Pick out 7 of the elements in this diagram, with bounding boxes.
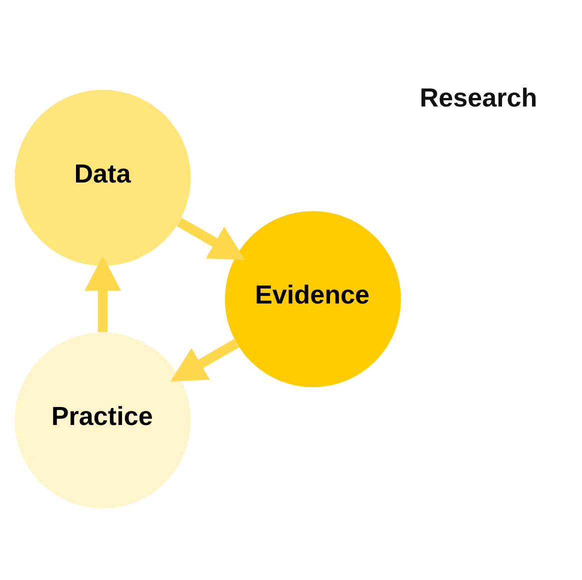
- label: Research: [420, 82, 538, 112]
- arrow: [176, 217, 246, 260]
- node-circle: Data: [14, 89, 191, 266]
- arrow: [170, 338, 239, 381]
- arrow: [84, 255, 122, 332]
- node-circle: Evidence: [224, 210, 401, 387]
- node-circle: Practice: [14, 332, 191, 508]
